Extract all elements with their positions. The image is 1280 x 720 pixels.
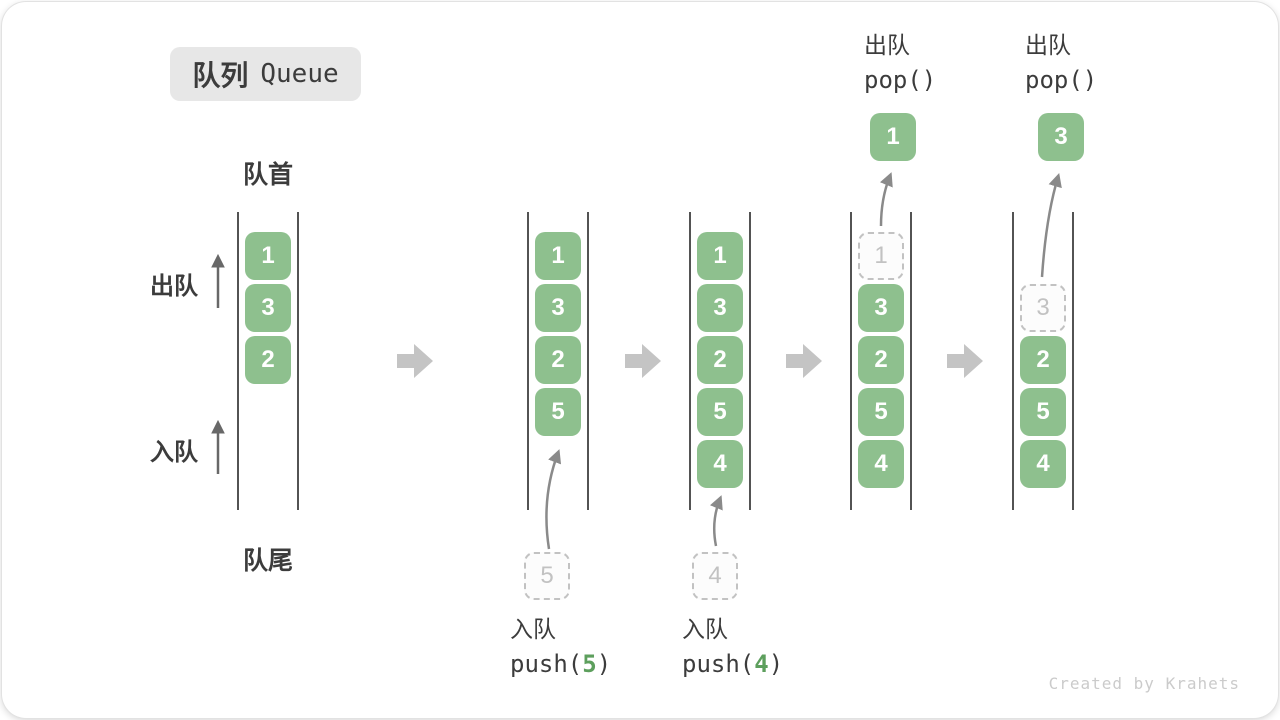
- code-arg: 5: [582, 650, 597, 678]
- queue-item-removed: 3: [1020, 284, 1066, 332]
- queue-item: 1: [697, 232, 743, 280]
- queue-rear-label: 队尾: [242, 547, 293, 575]
- code-fn: push(: [682, 650, 755, 678]
- watermark: Created by Krahets: [1048, 674, 1240, 693]
- queue-item: 4: [697, 440, 743, 488]
- queue-item: 5: [697, 388, 743, 436]
- queue-item: 3: [858, 284, 904, 332]
- queue-container-1: 1 3 2: [237, 212, 299, 510]
- queue-item: 5: [858, 388, 904, 436]
- queue-item-removed: 1: [858, 232, 904, 280]
- code-fn: push(: [510, 650, 583, 678]
- queue-item: 2: [697, 336, 743, 384]
- code-fn: pop(: [864, 66, 922, 94]
- queue-item: 2: [535, 336, 581, 384]
- dequeue-op-3: 出队 pop(): [1025, 31, 1097, 94]
- popped-item-3: 3: [1038, 113, 1084, 161]
- title-en: Queue: [260, 59, 339, 89]
- queue-container-4: 1 3 2 5 4: [850, 212, 912, 510]
- queue-container-3: 1 3 2 5 4: [689, 212, 751, 510]
- enqueue-op-code: push(4): [682, 650, 783, 678]
- title-zh: 队列: [192, 60, 249, 91]
- enqueue-op-5: 入队 push(5): [510, 615, 611, 678]
- queue-container-5: 3 2 5 4: [1012, 212, 1074, 510]
- code-close: ): [768, 650, 784, 678]
- incoming-item-5: 5: [524, 552, 570, 600]
- code-close: ): [1082, 66, 1098, 94]
- enqueue-op-4: 入队 push(4): [682, 615, 783, 678]
- queue-item: 1: [535, 232, 581, 280]
- queue-item: 5: [535, 388, 581, 436]
- enqueue-op-label: 入队: [510, 616, 556, 642]
- title-badge: 队列 Queue: [170, 47, 361, 101]
- queue-item: 3: [535, 284, 581, 332]
- code-close: ): [596, 650, 612, 678]
- code-fn: pop(: [1025, 66, 1083, 94]
- dequeue-side-label: 出队: [150, 273, 198, 300]
- queue-item: 5: [1020, 388, 1066, 436]
- queue-item: 4: [858, 440, 904, 488]
- popped-item-1: 1: [870, 113, 916, 161]
- queue-item: 4: [1020, 440, 1066, 488]
- dequeue-op-code: pop(): [1025, 66, 1097, 94]
- queue-item: 3: [697, 284, 743, 332]
- queue-item: 3: [245, 284, 291, 332]
- dequeue-op-1: 出队 pop(): [864, 31, 936, 94]
- enqueue-op-label: 入队: [682, 616, 728, 642]
- queue-item: 2: [1020, 336, 1066, 384]
- dequeue-op-label: 出队: [1025, 32, 1071, 58]
- code-arg: 4: [754, 650, 769, 678]
- dequeue-op-code: pop(): [864, 66, 936, 94]
- queue-item: 2: [245, 336, 291, 384]
- queue-container-2: 1 3 2 5: [527, 212, 589, 510]
- queue-front-label: 队首: [242, 161, 293, 189]
- code-close: ): [921, 66, 937, 94]
- dequeue-op-label: 出队: [864, 32, 910, 58]
- enqueue-op-code: push(5): [510, 650, 611, 678]
- queue-item: 2: [858, 336, 904, 384]
- enqueue-side-label: 入队: [150, 439, 198, 466]
- incoming-item-4: 4: [692, 552, 738, 600]
- queue-item: 1: [245, 232, 291, 280]
